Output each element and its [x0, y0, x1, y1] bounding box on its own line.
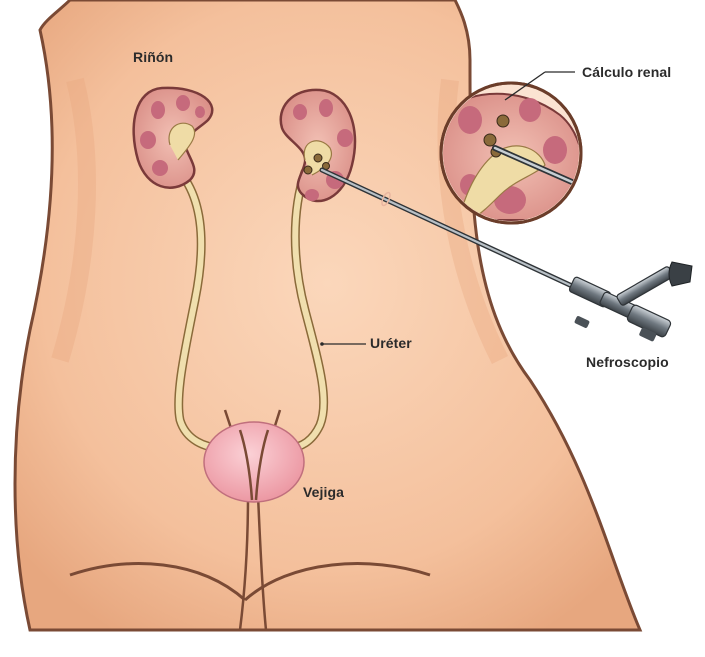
- bladder-label: Vejiga: [303, 484, 344, 500]
- bladder: [204, 422, 304, 502]
- kidney-stone-label: Cálculo renal: [582, 64, 671, 80]
- ureter-label: Uréter: [370, 335, 412, 351]
- kidney-label: Riñón: [133, 49, 173, 65]
- zoom-circle-icon: [441, 83, 590, 223]
- nephroscope-label: Nefroscopio: [586, 354, 669, 370]
